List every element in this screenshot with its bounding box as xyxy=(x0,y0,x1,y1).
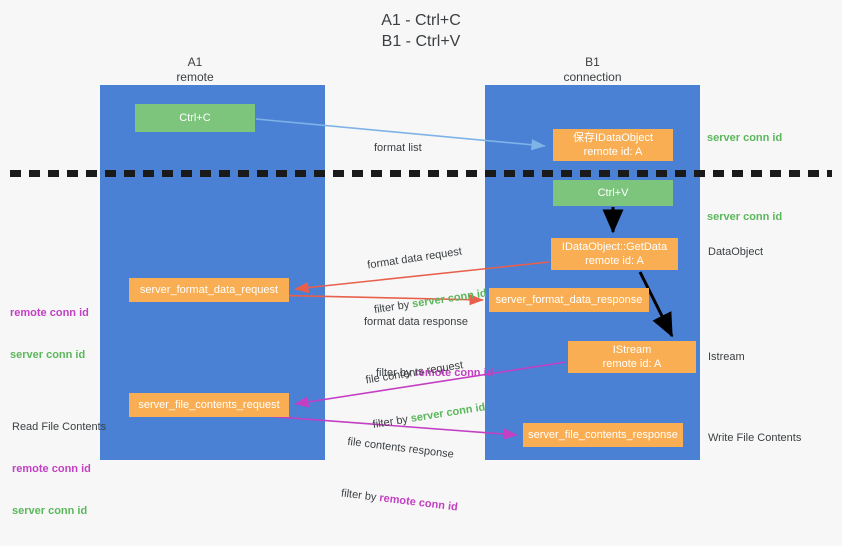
label-server-conn-id-mid: server conn id xyxy=(707,211,783,223)
filter-prefix: filter by xyxy=(376,367,415,379)
node-server-format-data-response-label: server_format_data_response xyxy=(495,294,643,306)
label-remote-conn-id-1: remote conn id xyxy=(10,307,89,319)
node-istream-sublabel: remote id: A xyxy=(602,358,662,370)
node-ctrl-c[interactable]: Ctrl+C xyxy=(135,104,255,132)
caption-format-list: format list xyxy=(374,111,422,186)
label-server-conn-id-top: server conn id xyxy=(707,132,783,144)
phase-divider xyxy=(10,170,832,177)
label-write-file-contents: Write File Contents xyxy=(708,432,802,444)
node-server-format-data-request-label: server_format_data_request xyxy=(139,284,279,296)
column-header-a1-name: A1 xyxy=(187,55,203,69)
node-idataobject-getdata-sublabel: remote id: A xyxy=(585,255,644,267)
caption-format-data-response-text: format data response xyxy=(364,316,468,328)
node-ctrl-c-label: Ctrl+C xyxy=(179,112,211,124)
node-istream-label: IStream xyxy=(612,344,652,356)
caption-format-data-response-filter: filter by remote conn id xyxy=(364,366,493,381)
node-server-format-data-request[interactable]: server_format_data_request xyxy=(129,278,289,302)
node-save-idataobject-label: 保存IDataObject xyxy=(572,132,654,144)
label-istream: Istream xyxy=(708,351,745,363)
node-save-idataobject[interactable]: 保存IDataObject remote id: A xyxy=(553,129,673,161)
caption-file-contents-response: file contents response filter by remote … xyxy=(337,405,469,545)
label-read-file-contents-group: Read File Contents remote conn id server… xyxy=(12,392,106,546)
caption-file-contents-request-text: file contents request xyxy=(364,359,464,387)
label-remote-conn-id-2: remote conn id xyxy=(12,463,91,475)
node-server-format-data-response[interactable]: server_format_data_response xyxy=(489,288,649,312)
caption-format-list-text: format list xyxy=(374,142,422,154)
column-header-b1-name: B1 xyxy=(585,55,600,69)
column-header-b1-sub: connection xyxy=(563,70,622,84)
page-title: A1 - Ctrl+C B1 - Ctrl+V xyxy=(381,12,461,50)
column-header-b1: B1 connection xyxy=(485,55,700,85)
node-save-idataobject-sublabel: remote id: A xyxy=(583,146,643,158)
caption-file-contents-response-text: file contents response xyxy=(346,435,455,461)
label-conn-ids-top: remote conn id server conn id xyxy=(10,278,89,390)
node-server-file-contents-response[interactable]: server_file_contents_response xyxy=(523,423,683,447)
caption-format-data-request-text: format data request xyxy=(366,245,463,272)
caption-format-data-response: format data response filter by remote co… xyxy=(364,285,493,411)
filter-value-remote-conn-id: remote conn id xyxy=(414,367,494,379)
node-server-file-contents-request-label: server_file_contents_request xyxy=(138,399,280,411)
node-server-file-contents-request[interactable]: server_file_contents_request xyxy=(129,393,289,417)
node-ctrl-v[interactable]: Ctrl+V xyxy=(553,180,673,206)
filter-prefix: filter by xyxy=(340,487,381,504)
diagram-canvas: A1 - Ctrl+C B1 - Ctrl+V A1 remote B1 con… xyxy=(10,12,832,517)
caption-file-contents-response-filter: filter by remote conn id xyxy=(340,486,458,515)
label-server-conn-id-1: server conn id xyxy=(10,349,86,361)
column-header-a1-sub: remote xyxy=(176,70,214,84)
node-istream[interactable]: IStream remote id: A xyxy=(568,341,696,373)
node-idataobject-getdata[interactable]: IDataObject::GetData remote id: A xyxy=(551,238,678,270)
label-server-conn-id-2: server conn id xyxy=(12,505,88,517)
node-idataobject-getdata-label: IDataObject::GetData xyxy=(561,241,668,253)
label-dataobject: DataObject xyxy=(708,246,764,258)
label-read-file-contents: Read File Contents xyxy=(12,421,107,433)
column-header-a1: A1 remote xyxy=(100,55,290,85)
node-server-file-contents-response-label: server_file_contents_response xyxy=(528,429,678,441)
node-ctrl-v-label: Ctrl+V xyxy=(597,187,629,199)
filter-value-remote-conn-id: remote conn id xyxy=(378,492,459,514)
